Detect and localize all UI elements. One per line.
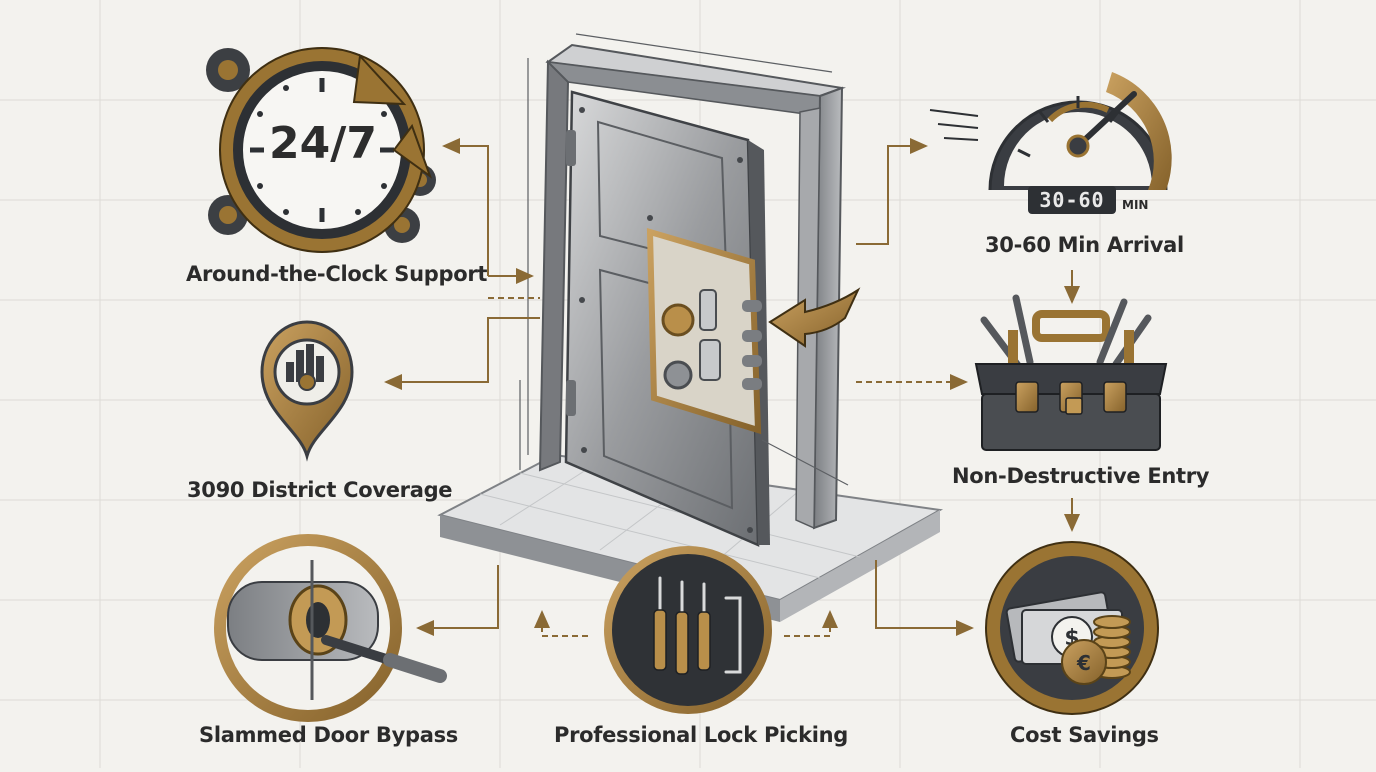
speedometer-icon — [929, 72, 1172, 191]
savings-label: Cost Savings — [1010, 723, 1159, 747]
connector-arrows — [384, 138, 1080, 637]
euro-symbol: € — [1076, 651, 1091, 675]
arrival-unit: MIN — [1122, 198, 1149, 212]
clock-badge-text: 24/7 — [269, 118, 377, 169]
arrival-readout: 30-60 — [1028, 186, 1116, 214]
money-icon: $ € — [985, 541, 1159, 715]
clock-icon — [206, 47, 436, 253]
door-icon — [538, 43, 846, 547]
lock-pick-icon — [604, 546, 772, 714]
bypass-label: Slammed Door Bypass — [199, 723, 458, 747]
support-label: Around-the-Clock Support — [186, 262, 488, 286]
swing-arrow — [768, 287, 861, 348]
map-pin-icon — [260, 320, 354, 462]
coverage-label: 3090 District Coverage — [187, 478, 453, 502]
arrival-label: 30-60 Min Arrival — [985, 233, 1184, 257]
picking-label: Professional Lock Picking — [554, 723, 849, 747]
entry-label: Non-Destructive Entry — [952, 464, 1210, 488]
toolbox-icon — [974, 294, 1168, 451]
lock-cylinder-icon — [214, 534, 447, 722]
dimension-lines — [519, 33, 849, 486]
